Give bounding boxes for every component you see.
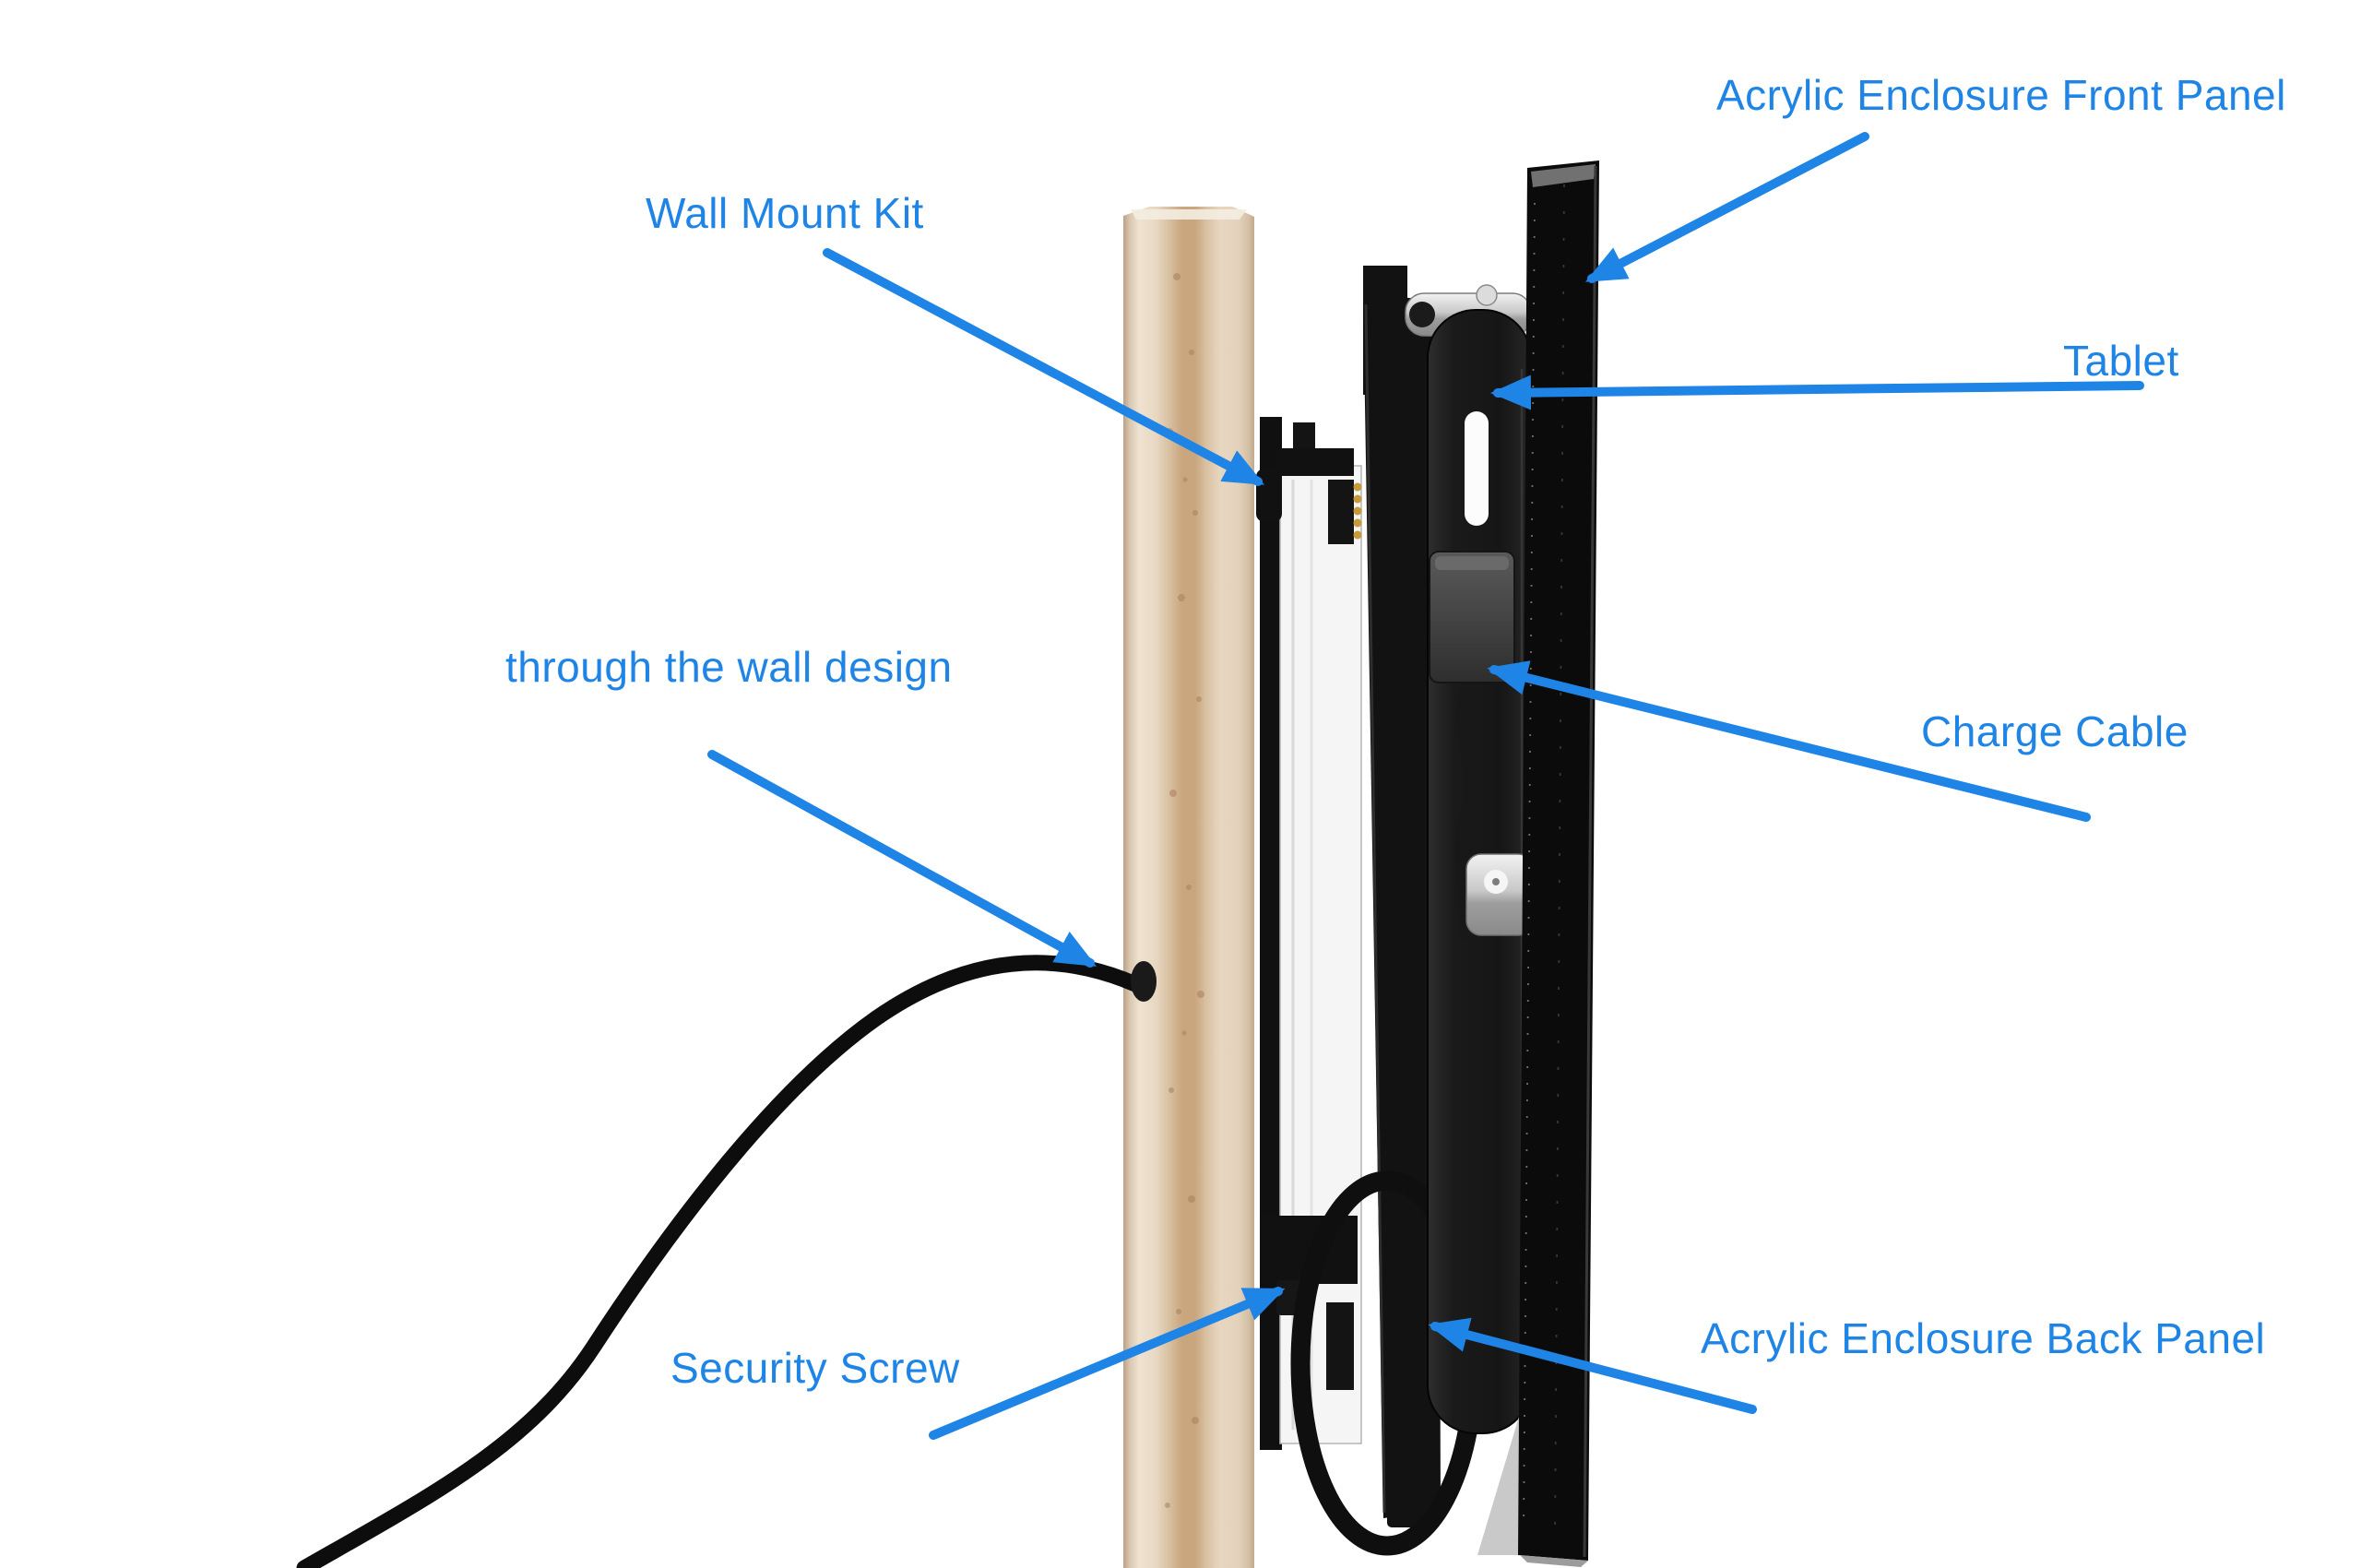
back-panel-slab [1363, 293, 1441, 1518]
back-plate-slot-top [1328, 480, 1354, 544]
label-wall-mount-kit: Wall Mount Kit [646, 189, 924, 237]
label-tablet: Tablet [2063, 337, 2179, 385]
label-charge-cable: Charge Cable [1921, 707, 2189, 755]
front-panel-slab [1518, 160, 1599, 1561]
panel-bottom-bevel [1520, 1555, 1588, 1567]
panel-reflection [1477, 1408, 1524, 1555]
acrylic-enclosure-front-panel [1477, 160, 1599, 1567]
charge-cable-strand [1454, 674, 1480, 940]
arrow-to-charge-cable [1487, 660, 2091, 822]
through-wall-cable [296, 955, 1157, 1568]
mount-hook-tab [1293, 422, 1315, 452]
arrow-to-front-panel [1584, 132, 1869, 283]
mount-hook-bar [1276, 448, 1354, 476]
pogo-pins [1353, 482, 1362, 540]
panel-top-bevel [1531, 164, 1596, 187]
label-acrylic-front-panel: Acrylic Enclosure Front Panel [1716, 71, 2286, 119]
acrylic-enclosure-back-panel [1363, 266, 1441, 1527]
arrow-to-tablet [1490, 374, 2144, 410]
back-plate-slot-bottom [1326, 1302, 1354, 1390]
label-acrylic-back-panel: Acrylic Enclosure Back Panel [1701, 1314, 2266, 1362]
arrow-to-through-wall-cable [707, 750, 1097, 968]
tablet-button-slot [1465, 411, 1489, 526]
arrow-to-wall-mount-kit [823, 248, 1265, 486]
label-through-wall-design: through the wall design [505, 643, 953, 691]
wall-cable-hole [1131, 961, 1157, 1002]
label-security-screw: Security Screw [670, 1344, 960, 1392]
plywood-wall-panel [1123, 207, 1254, 1568]
arrow-to-security-screw [929, 1287, 1286, 1440]
wood-grain-speckles [1165, 273, 1204, 1508]
usb-plug [1429, 551, 1515, 683]
usb-charge-connector [1429, 551, 1534, 940]
plywood-top-face [1131, 209, 1247, 220]
arrow-to-back-panel [1428, 1317, 1757, 1414]
